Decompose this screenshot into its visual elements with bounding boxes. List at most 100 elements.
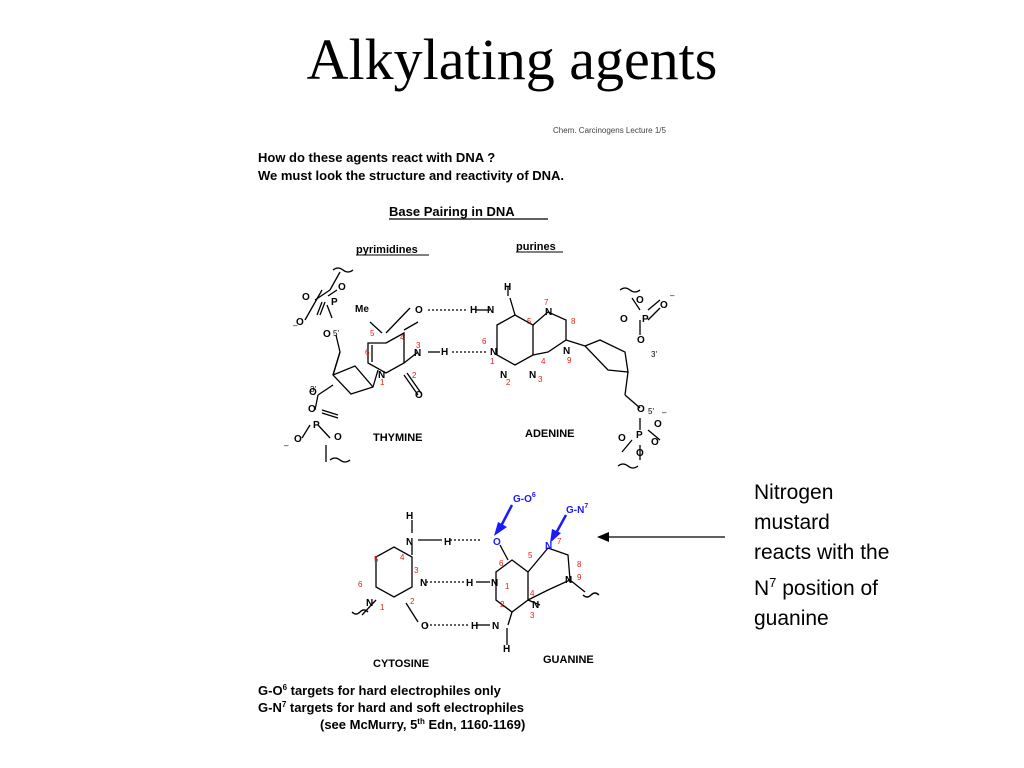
svg-text:4: 4 — [541, 357, 546, 366]
svg-text:–: – — [293, 321, 298, 330]
svg-text:5: 5 — [370, 329, 375, 338]
svg-text:6: 6 — [499, 559, 504, 568]
svg-text:O: O — [654, 419, 662, 430]
svg-text:P: P — [331, 297, 338, 308]
g-o6-arrow: G-O6 — [494, 492, 536, 536]
svg-text:2: 2 — [500, 600, 505, 609]
question-line-1: How do these agents react with DNA ? — [258, 150, 495, 165]
svg-text:–: – — [662, 408, 667, 417]
svg-text:2: 2 — [410, 597, 415, 606]
footer-line-1: G-O6 targets for hard electrophiles only — [258, 683, 502, 698]
svg-text:O: O — [338, 282, 346, 293]
g-n7-arrow: G-N7 — [550, 503, 588, 543]
svg-text:9: 9 — [577, 573, 582, 582]
svg-text:P: P — [313, 420, 320, 431]
svg-text:O: O — [637, 404, 645, 415]
svg-text:N: N — [487, 305, 494, 316]
footer-line-3: (see McMurry, 5th Edn, 1160-1169) — [320, 717, 525, 732]
svg-text:8: 8 — [571, 317, 576, 326]
svg-text:3': 3' — [651, 350, 657, 359]
svg-text:N: N — [490, 347, 497, 358]
svg-text:N: N — [420, 578, 427, 589]
nitrogen-mustard-callout: Nitrogen mustard reacts with the N7 posi… — [754, 478, 954, 634]
svg-text:N: N — [492, 621, 499, 632]
svg-text:2: 2 — [412, 371, 417, 380]
svg-text:N: N — [532, 600, 539, 611]
svg-text:8: 8 — [577, 560, 582, 569]
question-line-2: We must look the structure and reactivit… — [258, 168, 564, 183]
svg-text:6: 6 — [358, 580, 363, 589]
svg-text:O: O — [334, 432, 342, 443]
svg-text:O: O — [636, 448, 644, 459]
svg-text:7: 7 — [544, 298, 549, 307]
svg-text:1: 1 — [490, 357, 495, 366]
svg-text:O: O — [415, 390, 423, 401]
source-note: Chem. Carcinogens Lecture 1/5 — [553, 126, 667, 135]
svg-text:H: H — [503, 644, 510, 655]
svg-text:O: O — [296, 317, 304, 328]
svg-text:5: 5 — [527, 317, 532, 326]
svg-text:1: 1 — [380, 603, 385, 612]
svg-text:H: H — [471, 621, 478, 632]
svg-text:O: O — [660, 300, 668, 311]
svg-text:P: P — [636, 430, 643, 441]
svg-text:G-N7: G-N7 — [566, 503, 588, 516]
svg-text:H: H — [444, 537, 451, 548]
callout-line-5: guanine — [754, 607, 829, 630]
svg-text:6: 6 — [365, 348, 370, 357]
svg-text:P: P — [642, 314, 649, 325]
svg-text:H: H — [504, 282, 511, 293]
svg-text:H: H — [441, 347, 448, 358]
slide-title: Alkylating agents — [306, 27, 718, 92]
svg-text:5': 5' — [648, 407, 654, 416]
svg-text:5: 5 — [374, 555, 379, 564]
svg-text:Me: Me — [355, 304, 369, 315]
svg-text:O: O — [651, 437, 659, 448]
svg-text:O: O — [302, 292, 310, 303]
svg-text:N: N — [565, 575, 572, 586]
svg-text:O: O — [309, 387, 317, 398]
svg-text:N: N — [378, 370, 385, 381]
cytosine-guanine-pair — [351, 520, 600, 645]
svg-text:5': 5' — [333, 329, 339, 338]
svg-text:O: O — [618, 433, 626, 444]
svg-text:7: 7 — [557, 537, 562, 546]
svg-text:6: 6 — [482, 337, 487, 346]
svg-text:N: N — [500, 370, 507, 381]
svg-text:N: N — [563, 346, 570, 357]
svg-text:1: 1 — [380, 378, 385, 387]
callout-line-2: mustard — [754, 511, 830, 534]
svg-text:4: 4 — [530, 589, 535, 598]
svg-text:9: 9 — [567, 356, 572, 365]
svg-text:3': 3' — [310, 385, 316, 394]
svg-text:N: N — [414, 348, 421, 359]
svg-text:5: 5 — [528, 551, 533, 560]
svg-text:N: N — [366, 598, 373, 609]
svg-text:O: O — [294, 434, 302, 445]
purines-label: purines — [516, 241, 556, 253]
svg-text:–: – — [284, 441, 289, 450]
svg-text:3: 3 — [538, 375, 543, 384]
svg-text:O: O — [636, 295, 644, 306]
svg-text:N: N — [529, 370, 536, 381]
svg-text:1: 1 — [505, 582, 510, 591]
thymine-label: THYMINE — [373, 432, 423, 444]
guanine-label: GUANINE — [543, 654, 594, 666]
svg-text:4: 4 — [400, 333, 405, 342]
svg-text:N: N — [545, 541, 552, 552]
base-pairing-heading: Base Pairing in DNA — [389, 204, 515, 219]
svg-text:H: H — [470, 305, 477, 316]
svg-text:H: H — [466, 578, 473, 589]
svg-text:O: O — [637, 335, 645, 346]
svg-text:N: N — [406, 537, 413, 548]
svg-text:3: 3 — [530, 611, 535, 620]
svg-text:G-O6: G-O6 — [513, 492, 536, 505]
svg-text:3: 3 — [414, 566, 419, 575]
callout-line-4: N7 position of — [754, 575, 878, 600]
svg-text:N: N — [545, 307, 552, 318]
adenine-label: ADENINE — [525, 428, 575, 440]
callout-line-1: Nitrogen — [754, 481, 834, 504]
svg-text:N: N — [491, 578, 498, 589]
